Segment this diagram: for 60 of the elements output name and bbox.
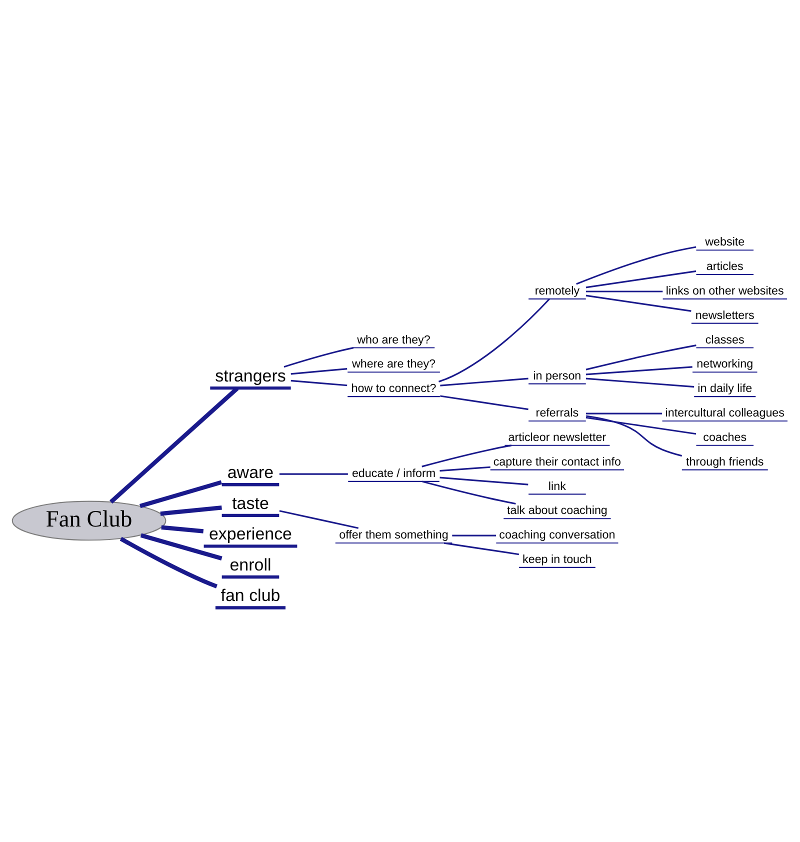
connector — [422, 444, 512, 467]
connector — [422, 480, 516, 504]
connector — [284, 346, 354, 368]
connector — [586, 416, 696, 434]
connector — [139, 480, 222, 508]
connector — [140, 532, 222, 560]
node-text: fan club — [220, 586, 280, 605]
node-text: articles — [706, 260, 744, 273]
node-text: intercultural colleagues — [665, 406, 784, 420]
connector — [444, 542, 520, 555]
node-text: where are they? — [352, 357, 436, 370]
connector — [576, 246, 696, 284]
node-text: taste — [232, 493, 269, 512]
connector — [586, 366, 692, 375]
node-text: remotely — [534, 284, 580, 297]
node-text: classes — [705, 332, 744, 346]
node-ellipse: Fan Club — [12, 500, 166, 540]
connector — [586, 412, 662, 414]
connector — [290, 368, 348, 374]
connector — [120, 536, 218, 588]
node-text: website — [705, 235, 745, 248]
connector — [586, 377, 694, 388]
node-text: referrals — [536, 406, 579, 420]
connector — [586, 344, 696, 370]
node-text: aware — [227, 462, 274, 482]
node-text: keep in touch — [522, 552, 592, 566]
node-text: who are they? — [357, 332, 430, 346]
connector — [438, 298, 550, 382]
connector — [586, 270, 696, 288]
connector — [161, 524, 204, 533]
connector — [279, 510, 359, 528]
node-text: talk about coaching — [506, 504, 608, 517]
node-text: enroll — [230, 554, 272, 574]
connector — [160, 504, 222, 516]
connector — [586, 290, 663, 292]
connector — [440, 466, 490, 472]
node-text: newsletters — [695, 308, 754, 322]
connector — [586, 414, 682, 456]
connector — [440, 476, 528, 485]
node-text: coaches — [703, 430, 747, 444]
node-text: educate / inform — [352, 466, 436, 480]
node-text: how to connect? — [351, 382, 436, 395]
node-text: through friends — [686, 454, 764, 468]
connector — [586, 294, 692, 312]
connector — [279, 472, 348, 474]
node-text: articleor newsletter — [508, 430, 606, 444]
node-text: offer them something — [339, 528, 448, 542]
node-text: coaching conversation — [499, 528, 616, 542]
connector — [440, 394, 528, 410]
node-text: experience — [208, 524, 292, 544]
connector — [290, 379, 348, 386]
node-text: in daily life — [698, 382, 752, 395]
node-text: link — [548, 479, 566, 492]
node-text: links on other websites — [666, 284, 784, 297]
connector — [452, 534, 496, 536]
node-text: capture their contact info — [493, 454, 622, 468]
node-text: in person — [533, 368, 582, 382]
node-text: strangers — [215, 366, 286, 385]
connector — [440, 377, 528, 386]
node-text: networking — [696, 357, 754, 370]
